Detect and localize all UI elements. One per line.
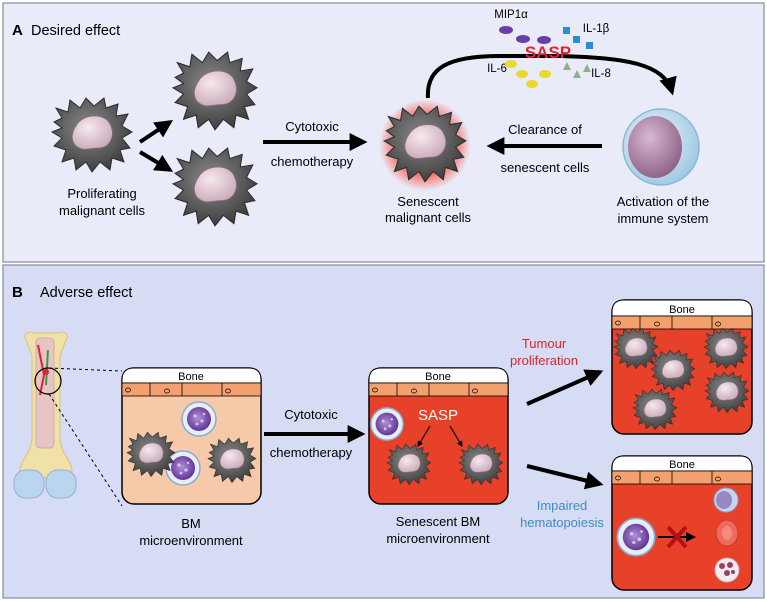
sasp-arrow-right [449,425,463,448]
il6-label: IL-6 [487,63,507,75]
sasp-arc-arrow [425,54,677,99]
sasp-label-b: SASP [418,407,458,424]
il1b-label: IL-1β [583,23,610,35]
zoom-circle [34,367,62,395]
monocyte-icon [713,487,739,513]
mip1a-label: MIP1α [494,9,528,21]
panel-b-title: Adverse effect [40,285,132,301]
bone-label-impaired: Bone [669,459,695,471]
il6-particle-icon [505,60,517,68]
senescent-bm-label-line1: Senescent BM [396,514,481,529]
panel-b: B Adverse effect Bone [2,264,765,599]
il8-label: IL-8 [591,68,611,80]
chemotherapy-label-b: chemotherapy [270,445,353,460]
senescent-label-line2: malignant cells [385,210,471,225]
proliferating-label-line2: malignant cells [59,203,145,218]
senescent-label-line1: Senescent [397,194,459,209]
hematopoietic-stem-cell-icon [616,517,656,557]
granulocyte-icon [714,557,740,583]
panel-a: A Desired effect Proliferating malignant… [2,2,765,263]
bone-label-healthy: Bone [178,371,204,383]
hematopoietic-cell-icon [165,450,201,486]
il6-particle-icon [516,70,528,78]
sasp-arrow-left [417,425,431,448]
il6-particle-icon [526,80,538,88]
hematopoietic-cell-icon [181,401,217,437]
chemotherapy-label-a: chemotherapy [271,154,354,169]
il1b-particle-icon [586,42,593,49]
red-blood-cell-icon [715,519,739,547]
impaired-label-line2: hematopoiesis [520,515,604,530]
panel-b-letter: B [12,284,23,301]
bm-label-line1: BM [181,516,201,531]
long-bone-icon [13,331,77,499]
il8-particle-icon [583,64,591,72]
mip1a-particle-icon [499,26,513,34]
il8-particle-icon [573,70,581,78]
proliferating-label-line1: Proliferating [67,186,136,201]
bone-label-senescent: Bone [425,371,451,383]
cytotoxic-label-a: Cytotoxic [285,119,339,134]
tumour-proliferation-arrow [526,369,604,406]
immune-cell-nucleus [628,116,682,178]
cytotoxic-label-b: Cytotoxic [284,407,338,422]
zoom-line-bottom [48,393,123,507]
il6-particle-icon [539,70,551,78]
bone-label-tumour: Bone [669,304,695,316]
division-arrow-down [138,150,174,172]
il8-particle-icon [563,62,571,70]
mip1a-particle-icon [537,36,551,44]
blocked-x-icon [666,525,688,549]
immune-label-line2: immune system [617,211,708,226]
zoom-line-top [48,367,123,372]
mip1a-particle-icon [516,35,530,43]
panel-a-title: Desired effect [31,23,120,39]
hematopoietic-cell-icon [370,407,404,441]
panel-a-letter: A [12,22,23,39]
il1b-particle-icon [563,27,570,34]
impaired-hematopoiesis-arrow [526,464,604,490]
bm-microenvironment-box [121,367,262,505]
clearance-label-line1: Clearance of [508,122,582,137]
il1b-particle-icon [573,36,580,43]
tumour-label-line1: Tumour [522,336,567,351]
immune-label-line1: Activation of the [617,194,710,209]
senescent-bm-label-line2: microenvironment [386,531,490,546]
clearance-label-line2: senescent cells [501,160,590,175]
sasp-label-a: SASP [525,43,571,62]
division-arrow-up [138,120,173,144]
tumour-label-line2: proliferation [510,353,578,368]
impaired-hematopoiesis-box [611,455,753,591]
impaired-label-line1: Impaired [537,498,588,513]
bm-label-line2: microenvironment [139,533,243,548]
